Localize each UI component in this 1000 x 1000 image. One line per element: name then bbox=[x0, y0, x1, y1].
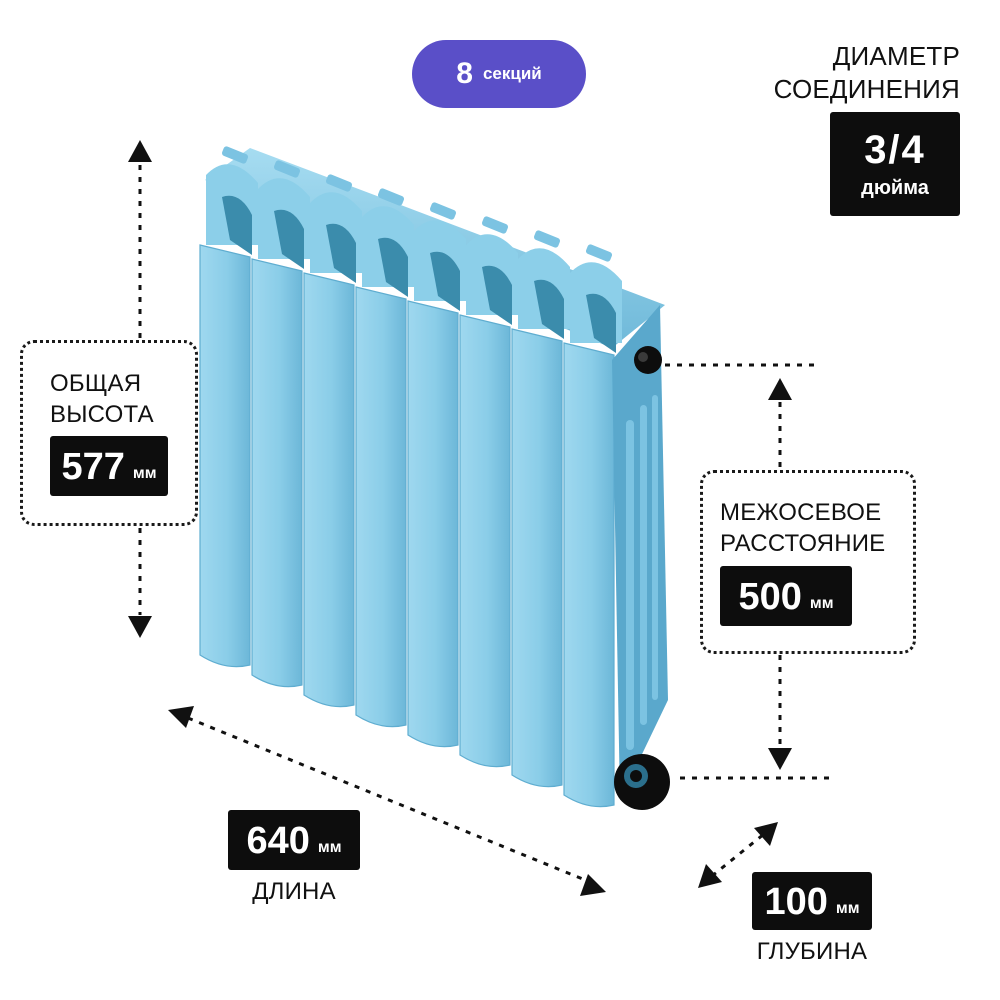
length-value-box: 640 мм bbox=[228, 810, 360, 870]
connection-diameter-value-box: 3/4 дюйма bbox=[830, 112, 960, 216]
sections-unit: секций bbox=[482, 64, 542, 83]
sections-count-badge: 8 секций bbox=[412, 40, 586, 108]
depth-value-box: 100 мм bbox=[752, 872, 872, 930]
radiator-section bbox=[459, 216, 518, 768]
height-frame bbox=[20, 340, 198, 526]
arrow-down-icon bbox=[128, 616, 152, 638]
arrow-up-icon bbox=[128, 140, 152, 162]
axis-distance-caption: МЕЖОСЕВОЕ РАССТОЯНИЕ bbox=[720, 499, 886, 557]
depth-unit: мм bbox=[835, 900, 860, 917]
depth-dimension-line bbox=[711, 832, 765, 878]
radiator-section bbox=[303, 174, 362, 708]
radiator-section bbox=[407, 202, 466, 748]
radiator-section bbox=[511, 230, 570, 788]
bottom-connector bbox=[614, 754, 670, 810]
top-connector bbox=[634, 346, 662, 374]
length-label: ДЛИНА bbox=[252, 878, 336, 905]
radiator bbox=[199, 146, 665, 808]
axis-distance-value-box: 500 мм bbox=[720, 566, 852, 626]
axis-distance-unit: мм bbox=[809, 595, 834, 612]
axis-distance-frame bbox=[700, 470, 916, 654]
length-unit: мм bbox=[317, 839, 342, 856]
radiator-section bbox=[355, 188, 414, 728]
arrow-up-icon bbox=[768, 378, 792, 400]
axis-distance-dimension-line bbox=[665, 363, 830, 780]
length-value: 640 bbox=[246, 820, 310, 862]
depth-value: 100 bbox=[764, 881, 828, 923]
arrow-down-icon bbox=[768, 748, 792, 770]
height-value-box: 577 мм bbox=[50, 436, 168, 496]
radiator-side bbox=[612, 305, 668, 800]
radiator-section bbox=[563, 244, 622, 808]
arrow-diagonal-icon bbox=[754, 822, 778, 846]
arrow-diagonal-icon bbox=[580, 874, 606, 896]
depth-label: ГЛУБИНА bbox=[756, 938, 868, 965]
height-caption: ОБЩАЯ ВЫСОТА bbox=[50, 370, 154, 428]
axis-distance-value: 500 bbox=[738, 576, 802, 618]
arrow-diagonal-icon bbox=[698, 864, 722, 888]
connection-diameter-caption: ДИАМЕТР СОЕДИНЕНИЯ bbox=[773, 41, 960, 104]
arrow-diagonal-icon bbox=[168, 706, 194, 728]
height-unit: мм bbox=[132, 465, 157, 482]
connection-diameter-unit: дюйма bbox=[861, 176, 929, 199]
radiator-section bbox=[251, 160, 310, 688]
sections-count: 8 bbox=[456, 57, 473, 90]
length-dimension-line bbox=[187, 716, 591, 884]
connection-diameter-value: 3/4 bbox=[864, 127, 926, 172]
radiator-section bbox=[199, 146, 258, 668]
height-value: 577 bbox=[61, 446, 125, 488]
